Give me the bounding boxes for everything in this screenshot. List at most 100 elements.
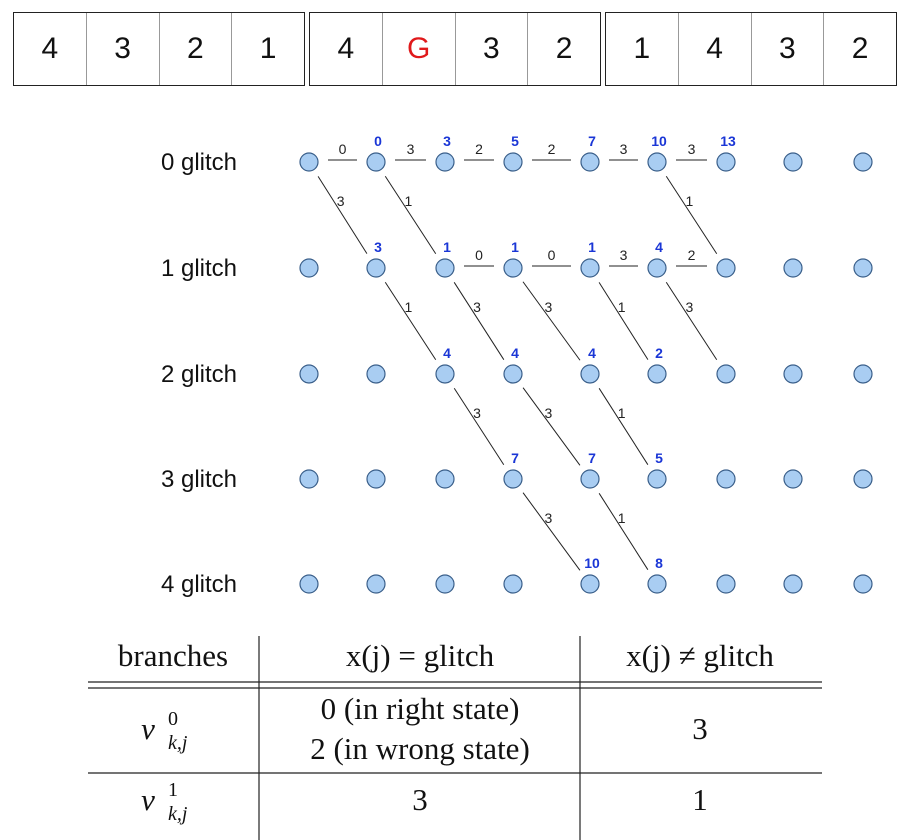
node-value: 10 [584, 555, 600, 571]
row-label: 4 glitch [161, 571, 237, 598]
trellis-node [435, 364, 455, 384]
trellis-node [716, 258, 736, 278]
trellis-node [853, 152, 873, 172]
branch-superscript: 1 [168, 779, 178, 801]
table-header: branches [118, 638, 228, 673]
edge-line [453, 387, 505, 466]
sequence-cell: 1 [259, 32, 277, 65]
row-label: 3 glitch [161, 466, 237, 493]
trellis-node [580, 152, 600, 172]
non-glitch-cost: 3 [692, 711, 708, 746]
edge-weight: 1 [618, 405, 626, 421]
node-value: 2 [655, 345, 663, 361]
trellis-node [580, 364, 600, 384]
trellis-node [435, 574, 455, 594]
edge-weight: 3 [544, 299, 552, 315]
trellis-node [853, 258, 873, 278]
node-value: 3 [443, 133, 451, 149]
sequence-cell: 3 [752, 13, 825, 85]
node-value: 5 [655, 450, 663, 466]
node-value: 1 [443, 239, 451, 255]
edge-weight: 3 [620, 141, 628, 157]
node-value: 4 [655, 239, 663, 255]
sequence-cell: 4 [310, 13, 383, 85]
sequence-cell: 3 [87, 13, 160, 85]
node-value: 13 [720, 133, 736, 149]
edge-weight: 0 [475, 247, 483, 263]
edge-weight: 0 [339, 141, 347, 157]
node-value: 4 [511, 345, 519, 361]
trellis-node [366, 152, 386, 172]
edge-line [665, 175, 718, 255]
edge-weight: 3 [407, 141, 415, 157]
trellis-node [783, 258, 803, 278]
trellis-node [716, 152, 736, 172]
sequence-cell: 4 [679, 13, 752, 85]
trellis-node [299, 469, 319, 489]
edge-line [384, 175, 437, 255]
table-header: x(j) ≠ glitch [626, 638, 774, 673]
nodes-layer [299, 152, 873, 594]
trellis-node [299, 152, 319, 172]
trellis-node [580, 574, 600, 594]
sequence-cell: 4 [14, 13, 87, 85]
node-value: 0 [374, 133, 382, 149]
row-label: 2 glitch [161, 361, 237, 388]
trellis-node [783, 469, 803, 489]
edge-line [598, 493, 649, 570]
trellis-node [716, 469, 736, 489]
edge-line [384, 281, 437, 361]
edge-weight: 1 [618, 510, 626, 526]
edge-weight: 3 [337, 193, 345, 209]
node-value: 8 [655, 555, 663, 571]
edge-weight: 3 [620, 247, 628, 263]
sequence-cell: 2 [160, 13, 233, 85]
sequence-cell: 3 [456, 13, 529, 85]
trellis-node [783, 152, 803, 172]
trellis-node [716, 364, 736, 384]
branch-symbol: v [141, 711, 155, 746]
node-value: 3 [374, 239, 382, 255]
edge-weight: 2 [475, 141, 483, 157]
trellis-node [647, 469, 667, 489]
row-label: 1 glitch [161, 255, 237, 282]
trellis-node [435, 152, 455, 172]
node-value: 10 [651, 133, 667, 149]
edge-line [598, 388, 649, 465]
glitch-cost: 2 (in wrong state) [310, 731, 530, 766]
node-value: 1 [511, 239, 519, 255]
edge-weight: 1 [686, 193, 694, 209]
node-value: 4 [443, 345, 451, 361]
trellis-node [299, 258, 319, 278]
trellis-node [366, 574, 386, 594]
edges-layer [317, 159, 718, 571]
trellis-node [647, 258, 667, 278]
node-value: 7 [511, 450, 519, 466]
trellis-node [647, 152, 667, 172]
trellis-node [366, 469, 386, 489]
trellis-node [503, 574, 523, 594]
edge-weight: 3 [473, 299, 481, 315]
edge-line [522, 281, 581, 361]
non-glitch-cost: 1 [692, 782, 708, 817]
edge-weight: 3 [544, 510, 552, 526]
node-value: 1 [588, 239, 596, 255]
trellis-node [299, 364, 319, 384]
trellis-node [783, 364, 803, 384]
trellis-node [503, 258, 523, 278]
trellis-node [647, 574, 667, 594]
edge-line [522, 492, 581, 571]
trellis-node [299, 574, 319, 594]
branch-superscript: 0 [168, 708, 178, 730]
trellis-node [435, 469, 455, 489]
edge-weight: 0 [548, 247, 556, 263]
edge-weight: 3 [686, 299, 694, 315]
edge-weight: 3 [473, 405, 481, 421]
row-label: 0 glitch [161, 149, 237, 176]
trellis-node [853, 469, 873, 489]
sequence-cell: 1 [606, 13, 679, 85]
sequence-cell: 2 [851, 32, 869, 65]
